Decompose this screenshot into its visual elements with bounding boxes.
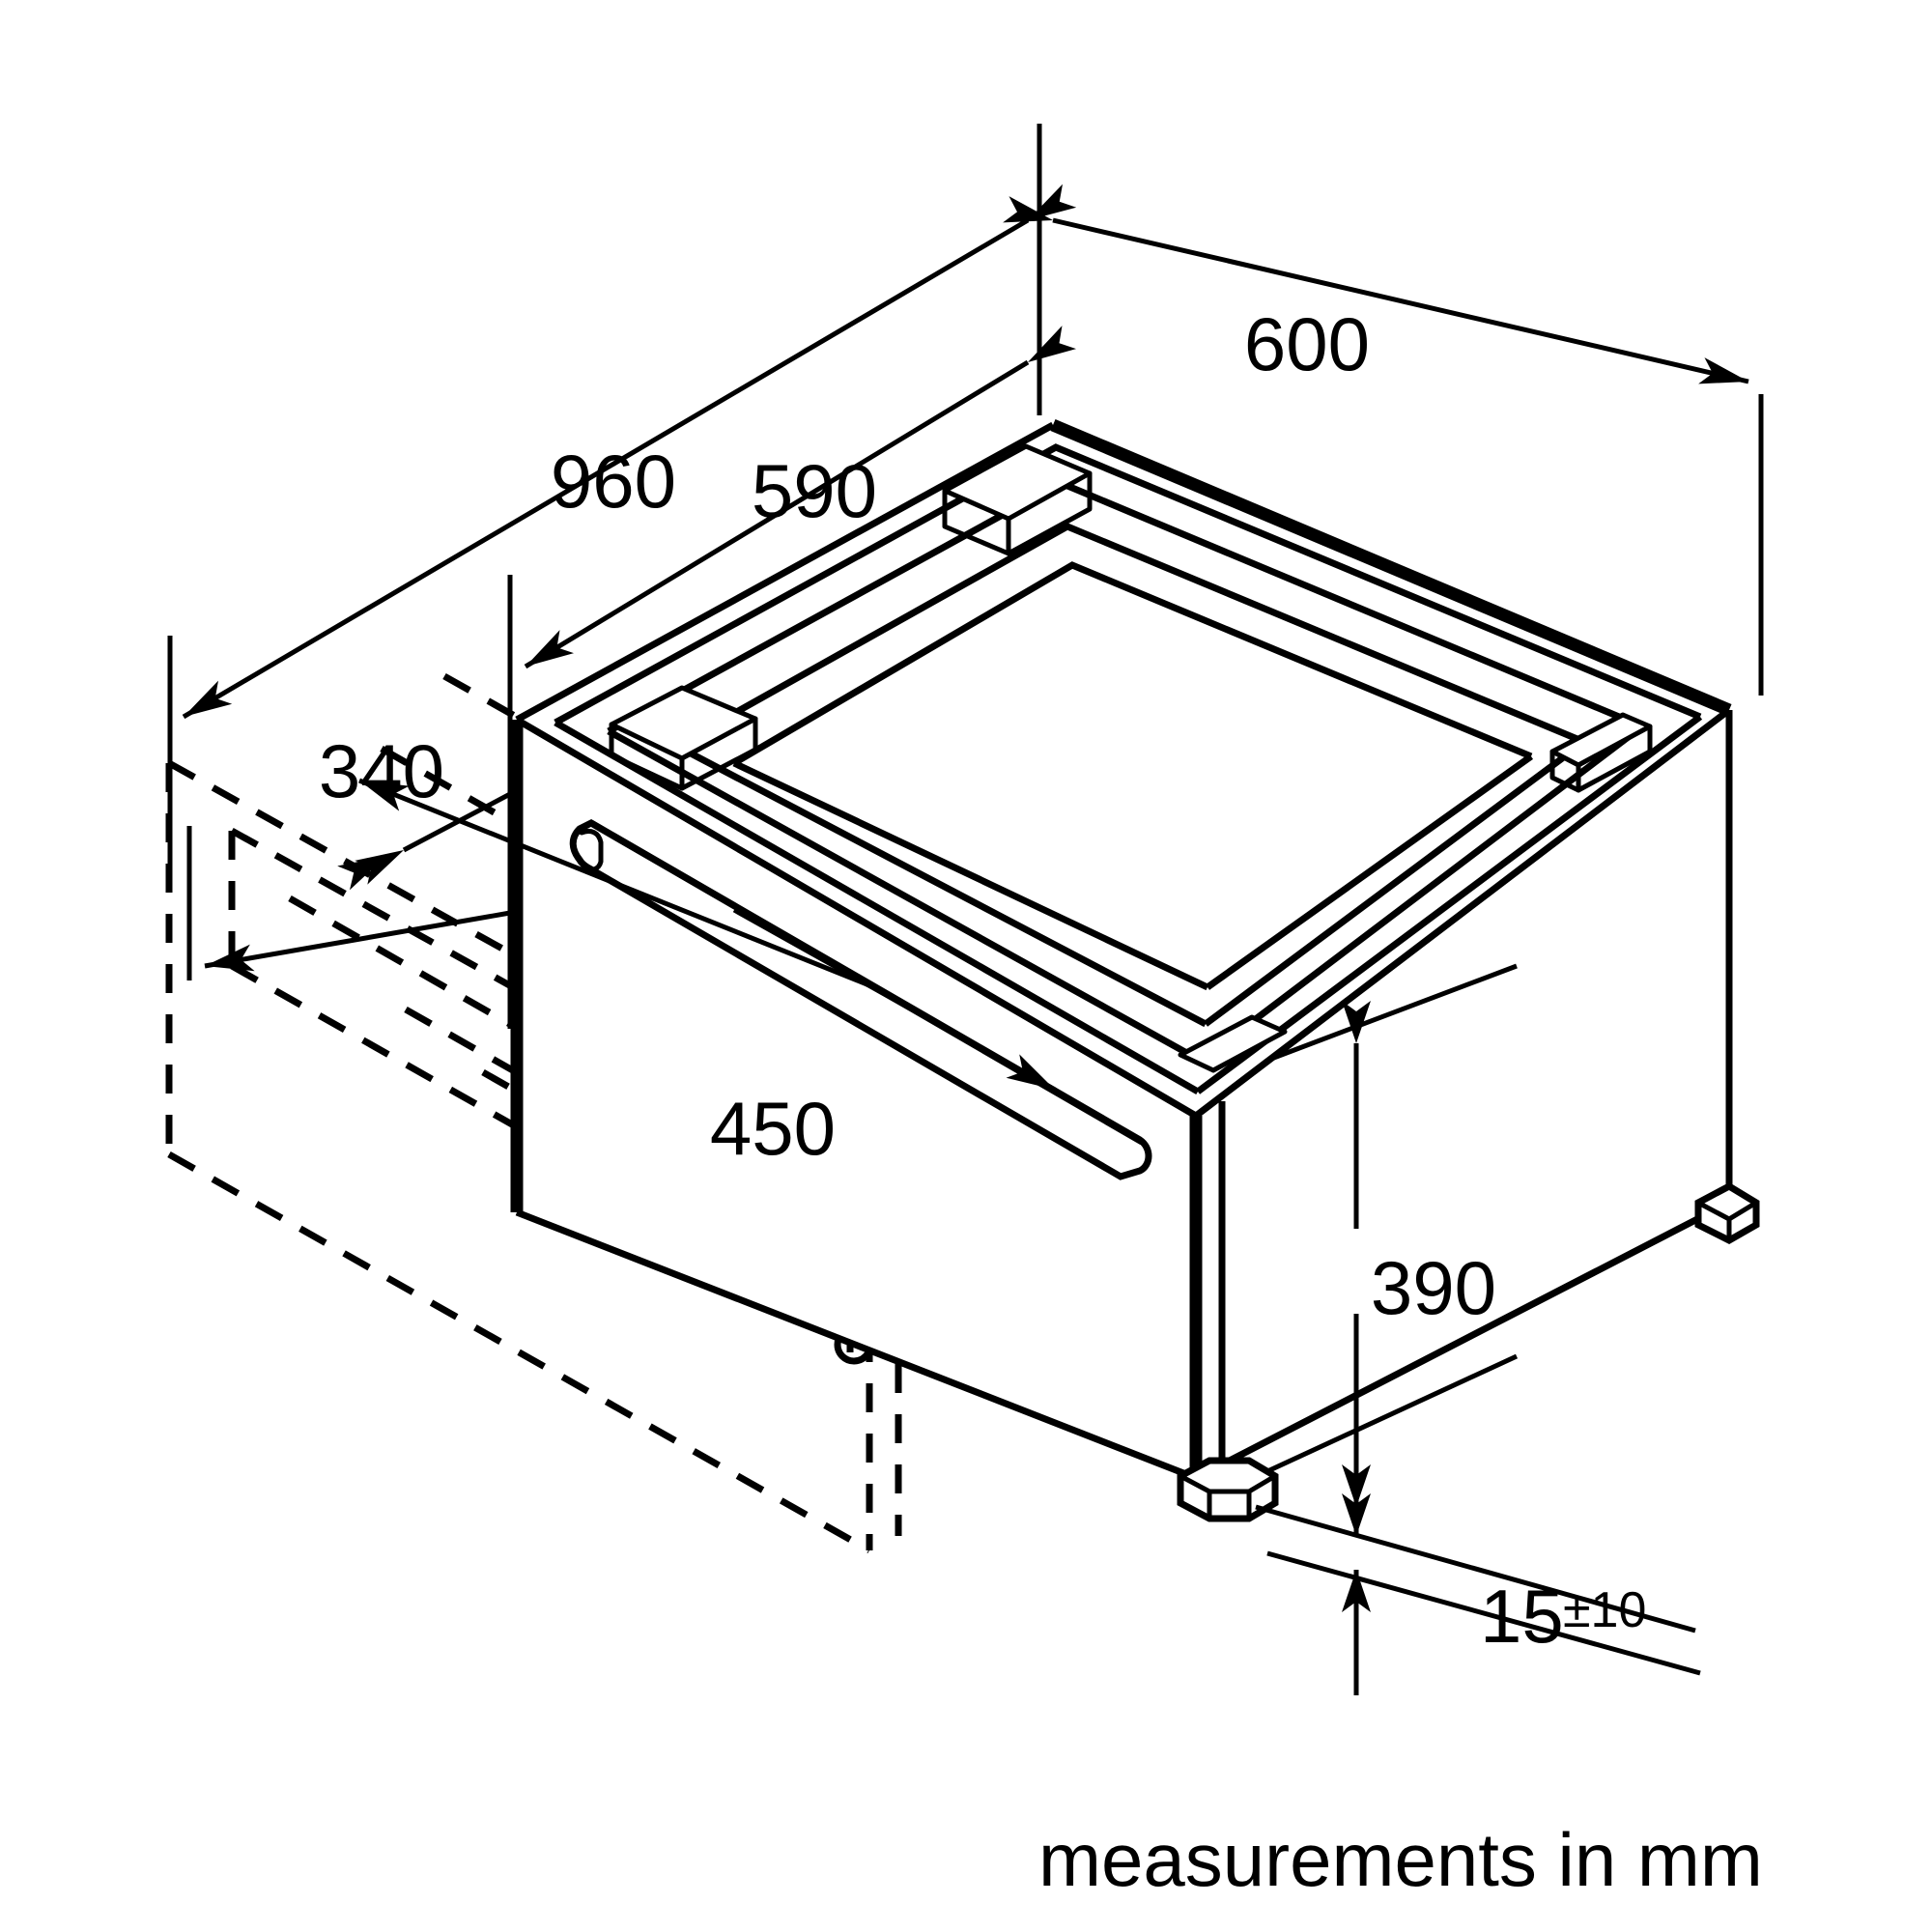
- dimension-label-340: 340: [319, 728, 444, 813]
- dimension-label-600: 600: [1244, 301, 1370, 386]
- units-caption: measurements in mm: [1038, 1817, 1763, 1902]
- dimension-label-450: 450: [710, 1086, 836, 1171]
- top-clip-right: [1549, 712, 1653, 793]
- dimension-label-390: 390: [1371, 1245, 1496, 1330]
- dimension-label-960: 960: [551, 439, 676, 524]
- dimension-590: [507, 326, 1077, 1029]
- dimension-15pm10: [1255, 1406, 1701, 1695]
- foot-rear-right: [1694, 1181, 1760, 1244]
- dimension-label-15-tolerance: ±10: [1563, 1582, 1646, 1638]
- dimension-label-15pm10: 15 ±10: [1480, 1574, 1646, 1659]
- dimension-label-590: 590: [752, 448, 877, 533]
- dimension-450: [358, 778, 1057, 1093]
- dimension-label-15-value: 15: [1480, 1574, 1564, 1659]
- top-clip-front-right: [1178, 1014, 1288, 1073]
- foot-front-adjustable: [1177, 1457, 1279, 1522]
